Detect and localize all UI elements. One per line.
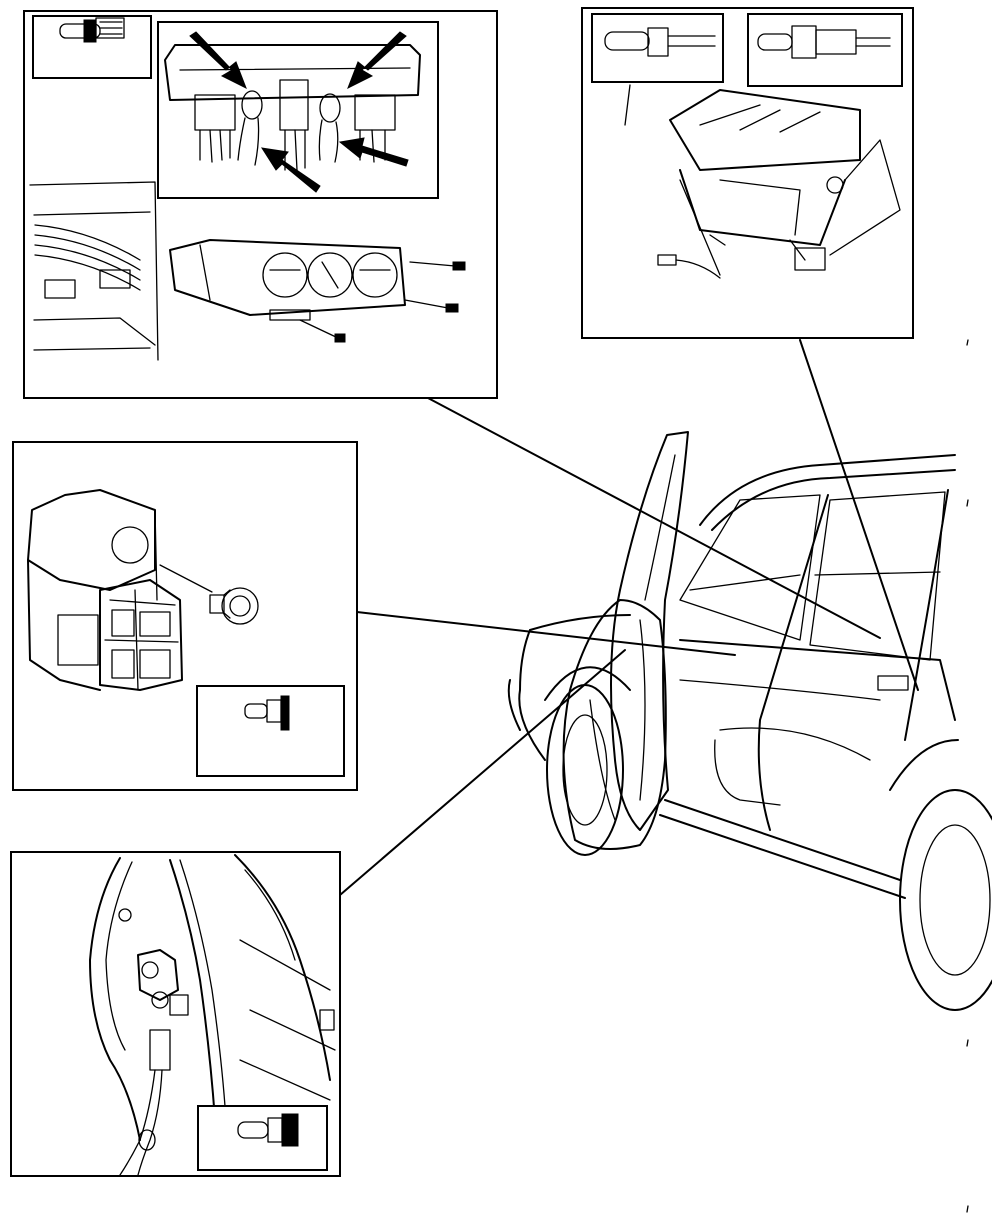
door-panel: [562, 599, 667, 850]
rear-wheel-arch: [889, 739, 959, 791]
switch-housing-icon: [27, 489, 213, 691]
capless-bulb-socket-icon: [757, 25, 891, 59]
door-panel-trim: [639, 619, 646, 801]
rear-window-opening: [809, 491, 946, 661]
arrow-icon: [189, 31, 247, 90]
leader-line-cargo-lamp: [799, 339, 919, 691]
front-wheel-hub: [562, 714, 608, 826]
arrow-icon: [260, 147, 321, 193]
leader-lines: [339, 339, 919, 896]
body-belt-line: [679, 639, 956, 721]
vehicle-open-door-icon: [507, 431, 992, 1011]
hood-edge: [529, 614, 631, 631]
connector-detail-frame: [157, 21, 439, 199]
vehicle-roof-inner: [711, 469, 956, 531]
door-frame-inner: [644, 454, 676, 601]
interior-trim-line: [679, 679, 881, 701]
festoon-bulb-icon: [237, 1113, 299, 1147]
open-door-frame: [610, 431, 689, 831]
vehicle-roof-line: [699, 454, 956, 526]
seat-outline: [719, 727, 871, 761]
pointer-arrows: [189, 31, 409, 193]
window-trim-rear: [814, 571, 941, 576]
inset-frame: [196, 685, 345, 777]
interior-lamp-marker: [877, 675, 909, 691]
dashboard-controls-icon: [29, 181, 466, 361]
door-pillar-switch-icon: [89, 854, 336, 1176]
leader-line-door-pillar: [339, 649, 626, 896]
c-pillar: [904, 489, 949, 741]
wire-harness-icon: [34, 224, 141, 299]
twist-lock-bulb-icon: [209, 587, 259, 625]
capless-bulb-icon: [604, 27, 716, 57]
callout-cargo-lamp: [581, 7, 914, 339]
cargo-compartment-lamp-icon: [624, 84, 901, 279]
window-trim: [689, 574, 801, 591]
callout-dash-switch-panel: [23, 10, 498, 399]
callout-door-pillar: [10, 851, 341, 1177]
front-fascia: [507, 679, 521, 731]
sill-line-lower: [659, 814, 906, 899]
leader-line-dash-panel: [427, 397, 881, 639]
b-pillar: [757, 494, 829, 831]
leader-line-switch-housing: [356, 611, 736, 656]
seat-cushion: [714, 739, 781, 806]
inset-frame: [591, 13, 724, 83]
front-bumper: [518, 629, 546, 761]
rear-wheel-hub: [919, 824, 991, 976]
margin-marks: [966, 339, 969, 1213]
arrow-icon: [347, 31, 407, 90]
door-panel-pocket: [589, 699, 616, 821]
callout-switch-housing: [12, 441, 358, 791]
sill-line: [664, 799, 901, 881]
wedge-bulb-icon: [59, 17, 125, 43]
arrow-icon: [338, 137, 409, 167]
front-wheel: [546, 684, 624, 856]
front-wheel-arch: [544, 666, 631, 701]
bulb-holder-icon: [244, 695, 290, 731]
rear-wheel: [899, 789, 992, 1011]
front-window-opening: [679, 494, 821, 641]
